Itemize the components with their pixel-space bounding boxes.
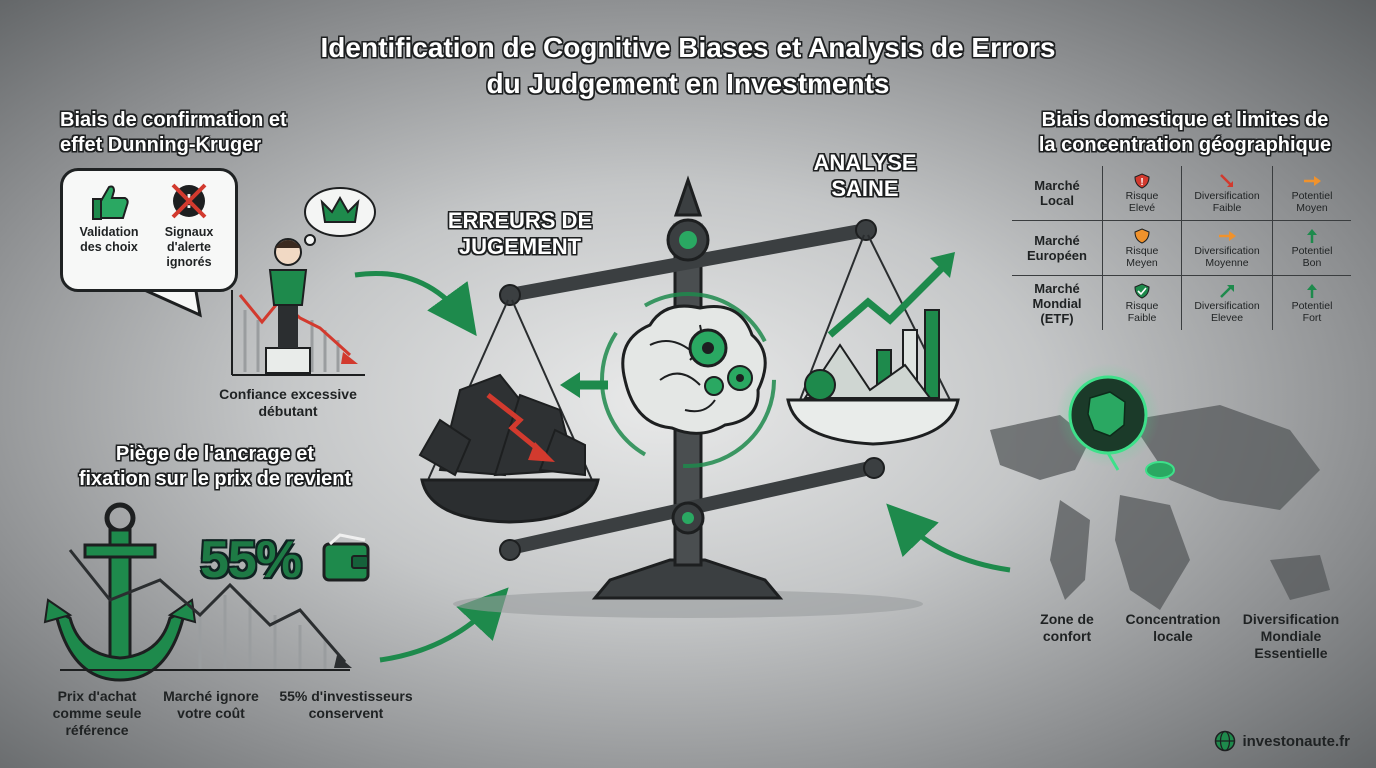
anchoring-label-2: Marché ignore votre coût: [163, 688, 259, 721]
anchoring-title: Piège de l'ancrage et fixation sur le pr…: [78, 443, 352, 490]
diversification-cell: Diversification Elevee: [1181, 275, 1273, 330]
footer-brand[interactable]: investonaute.fr: [1214, 730, 1350, 752]
market-cell: Marché Mondial (ETF): [1032, 280, 1082, 326]
gear-icon: [688, 328, 753, 396]
table-row: Marché Local ! Risque Elevé Diversificat…: [1012, 166, 1351, 221]
risk-cell: ! Risque Elevé: [1102, 166, 1182, 221]
potential-cell: Potentiel Bon: [1272, 220, 1351, 276]
speech-bubble: Validation des choix ! Signaux d'alerte …: [60, 168, 238, 292]
arrow-up-icon: [1307, 283, 1317, 298]
arrow-up-icon: [1307, 228, 1317, 243]
diversification-cell: Diversification Moyenne: [1181, 220, 1273, 276]
arrow-down-icon: [1220, 173, 1233, 187]
world-map-icon: [990, 405, 1330, 610]
signals-cell: ! Signaux d'alerte ignorés: [149, 181, 229, 270]
domestic-title: Biais domestique et limites de la concen…: [1038, 109, 1332, 156]
anchoring-label-3: 55% d'investisseurs conservent: [279, 688, 413, 721]
risk-cell: Risque Meyen: [1102, 220, 1182, 276]
overconfidence-chart: [231, 187, 376, 376]
globe-icon: [1215, 730, 1236, 752]
anchor-bars: [198, 595, 327, 670]
errors-label: ERREURS DE JUGEMENT: [447, 208, 593, 259]
anchoring-label-1: Prix d'achat comme seule référence: [52, 688, 142, 738]
title-line1: Identification de Cognitive Biases et An…: [320, 32, 1056, 63]
shield-icon: !: [1134, 172, 1150, 189]
potential-cell: Potentiel Fort: [1272, 275, 1351, 330]
geo-comparison-table: Marché Local ! Risque Elevé Diversificat…: [1012, 166, 1351, 330]
comfort-zone-label: Zone de confort: [1040, 611, 1094, 644]
potential-cell: Potentiel Moyen: [1272, 166, 1351, 221]
arrow-right-icon: [1219, 230, 1236, 241]
table-row: Marché Mondial (ETF) Risque Faible Diver…: [1012, 275, 1351, 330]
arrow-up-right-icon: [1220, 284, 1234, 298]
page-title: Identification de Cognitive Biases et An…: [0, 30, 1376, 102]
svg-text:!: !: [1140, 177, 1143, 188]
title-line2: du Judgement en Investments: [486, 68, 890, 99]
table-row: Marché Européen Risque Meyen Diversifica…: [1012, 220, 1351, 276]
arrow-right-icon: [1304, 175, 1321, 186]
thumbs-up-icon: [92, 185, 129, 220]
footer-site[interactable]: investonaute.fr: [1242, 732, 1350, 750]
shield-icon: [1134, 282, 1150, 299]
balance-scale: [418, 175, 960, 618]
overconfidence-label: Confiance excessive débutant: [219, 386, 357, 419]
brain-icon: [560, 292, 776, 468]
shield-icon: [1134, 227, 1150, 244]
market-cell: Marché Européen: [1027, 233, 1087, 263]
anchoring-percent: 55%: [200, 531, 302, 589]
risk-cell: Risque Faible: [1102, 275, 1182, 330]
crown-icon: [320, 195, 360, 223]
healthy-label: ANALYSE SAINE: [813, 150, 917, 201]
arrow-icon: [354, 270, 477, 337]
wallet-icon: [322, 533, 370, 582]
global-diversification-label: Diversification Mondiale Essentielle: [1242, 611, 1340, 661]
diversification-cell: Diversification Faible: [1181, 166, 1273, 221]
validation-cell: Validation des choix: [69, 181, 149, 255]
no-alert-icon: !: [171, 183, 207, 219]
market-cell: Marché Local: [1034, 178, 1080, 208]
confirmation-title: Biais de confirmation et effet Dunning-K…: [60, 109, 287, 156]
concentration-label: Concentration locale: [1125, 611, 1221, 644]
france-map-icon: [1087, 391, 1126, 437]
